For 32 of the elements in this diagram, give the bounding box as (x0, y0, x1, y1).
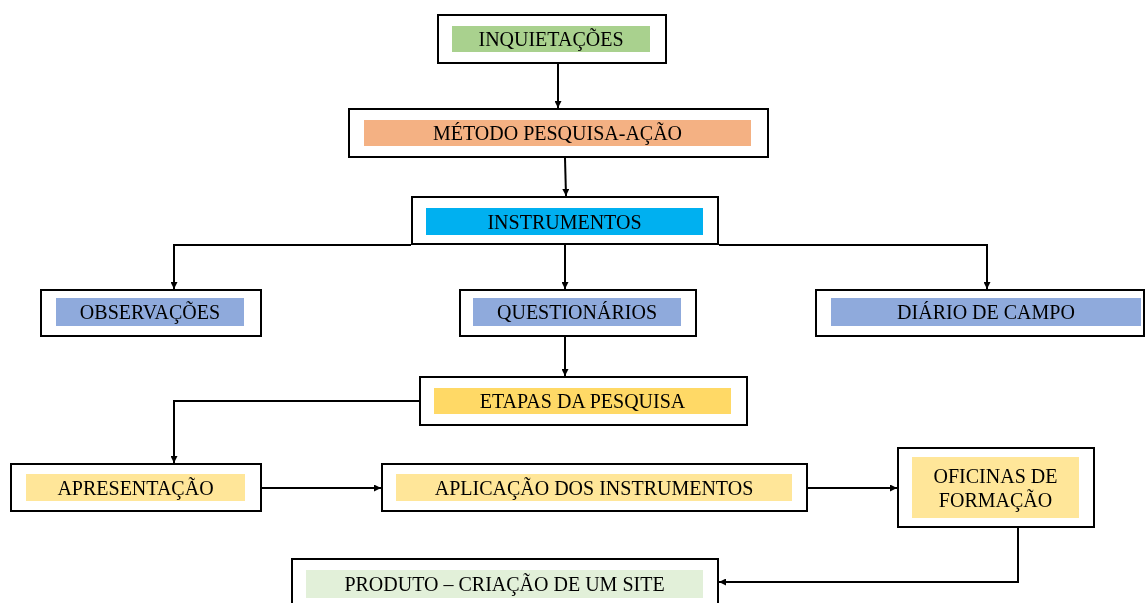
arrow (807, 484, 898, 492)
node-label: MÉTODO PESQUISA-AÇÃO (364, 120, 751, 146)
arrow (562, 157, 570, 197)
process-box (897, 447, 1095, 528)
process-box (40, 289, 262, 337)
node-label: DIÁRIO DE CAMPO (831, 298, 1141, 326)
node-label: APRESENTAÇÃO (26, 474, 245, 501)
arrow (718, 527, 1019, 586)
node-label: INQUIETAÇÕES (452, 26, 650, 52)
process-box (291, 558, 719, 603)
process-box (437, 14, 667, 64)
arrow (561, 244, 569, 290)
node-label: OFICINAS DE FORMAÇÃO (912, 457, 1079, 518)
arrow (554, 63, 562, 109)
process-box (348, 108, 769, 158)
arrow (170, 400, 420, 464)
process-box (10, 463, 262, 512)
node-label: QUESTIONÁRIOS (473, 298, 681, 326)
arrow (561, 336, 569, 377)
process-box (411, 196, 719, 245)
node-label: PRODUTO – CRIAÇÃO DE UM SITE (306, 570, 703, 598)
arrow (718, 244, 991, 290)
process-box (815, 289, 1145, 337)
process-box (459, 289, 697, 337)
arrow (261, 484, 382, 492)
node-label: OBSERVAÇÕES (56, 298, 244, 326)
node-label: INSTRUMENTOS (426, 208, 703, 235)
process-box (419, 376, 748, 426)
node-label: APLICAÇÃO DOS INSTRUMENTOS (396, 474, 792, 501)
process-box (381, 463, 808, 512)
node-label: ETAPAS DA PESQUISA (434, 388, 731, 414)
arrow (170, 244, 412, 290)
